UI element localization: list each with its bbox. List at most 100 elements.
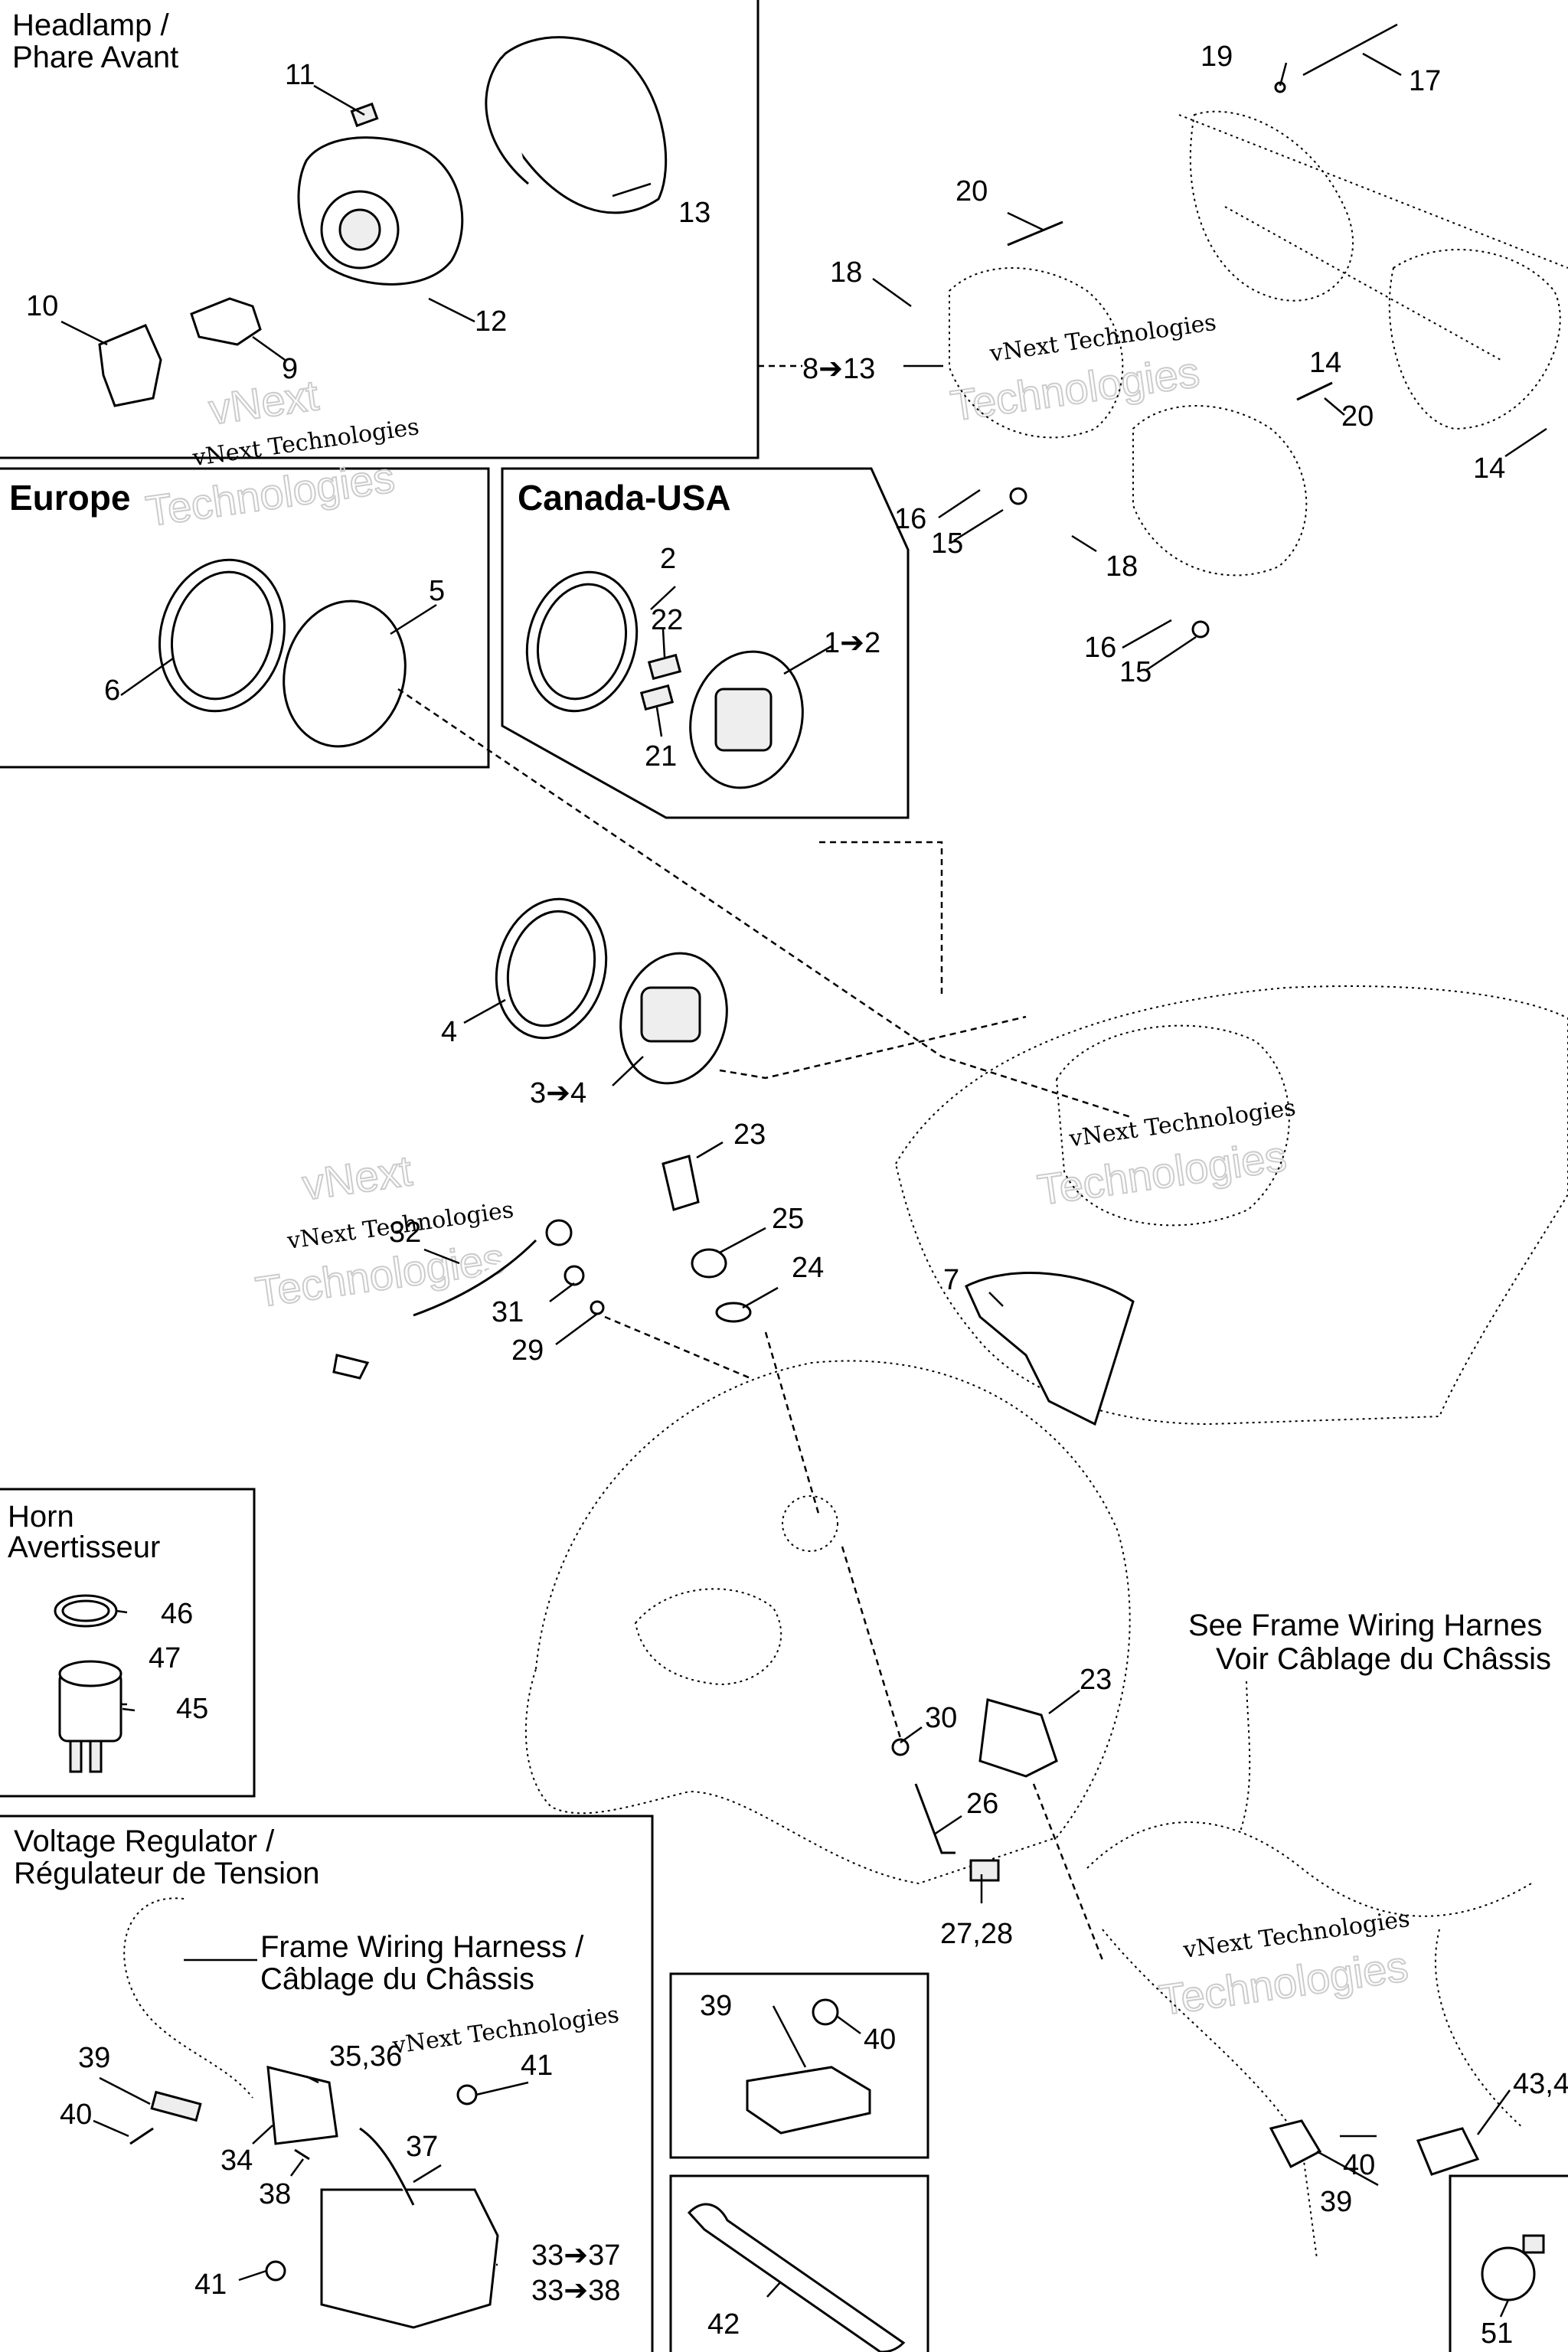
callout: 25 <box>772 1203 804 1235</box>
callout: 31 <box>492 1296 524 1328</box>
clip-bracket <box>746 2066 871 2135</box>
tether-cord <box>413 1239 537 1317</box>
leader <box>696 1141 724 1159</box>
headlamp-bracket-left <box>1189 110 1354 302</box>
watermark-outline: vNext <box>206 371 322 433</box>
watermark-outline: Technologies <box>948 348 1202 430</box>
canada-usa-title: Canada-USA <box>518 478 731 518</box>
relation-lines <box>397 688 1134 1961</box>
callout: 14 <box>1309 347 1341 379</box>
front-fascia <box>894 985 1568 1426</box>
callout: 27,28 <box>940 1918 1013 1950</box>
key <box>662 1155 700 1211</box>
callout: 40 <box>60 2099 92 2131</box>
callout: 45 <box>176 1693 208 1725</box>
leader <box>938 488 981 519</box>
headlamp-unit-upper <box>949 267 1124 439</box>
harness-clip <box>150 2090 202 2122</box>
callout: 18 <box>1106 550 1138 583</box>
frame-wiring-note-en: Frame Wiring Harness / <box>260 1930 584 1964</box>
callout: 6 <box>104 675 120 707</box>
clamp <box>1481 2246 1536 2301</box>
washer <box>891 1738 910 1756</box>
leader <box>1324 397 1345 416</box>
frame-harness <box>123 1897 253 2099</box>
clamp-latch <box>1522 2234 1545 2254</box>
canada-bezel-ring-inner <box>536 583 628 701</box>
leader <box>837 2015 861 2035</box>
callout: 35,36 <box>329 2040 402 2073</box>
headlamp-socket <box>338 208 381 251</box>
leader <box>549 1282 575 1302</box>
callout: 39 <box>700 1990 732 2022</box>
relation-line <box>819 841 943 995</box>
regulator-wire <box>359 2127 415 2206</box>
nut <box>1009 487 1027 505</box>
see-frame-note-fr: Voir Câblage du Châssis <box>1216 1642 1551 1676</box>
headlamp-unit-lower <box>1132 405 1308 577</box>
callout: 40 <box>864 2024 896 2056</box>
leader <box>390 603 437 635</box>
leader <box>742 1286 779 1309</box>
europe-bezel-ring-inner <box>170 570 274 701</box>
adjusting-spring <box>1296 381 1333 401</box>
leader <box>1362 52 1402 77</box>
watermark-outline: Technologies <box>143 452 397 535</box>
tether-clip <box>332 1354 370 1380</box>
headlamp-assembly <box>949 23 1568 639</box>
callout: 19 <box>1200 41 1233 73</box>
europe-gauge-body <box>283 599 407 748</box>
callout: 5 <box>429 575 445 607</box>
leader <box>1048 1690 1080 1714</box>
leader <box>423 1248 460 1265</box>
canada-gauge-display <box>714 688 773 752</box>
leader <box>252 335 286 361</box>
leader <box>1504 427 1547 458</box>
wiring-harness <box>1086 1821 1532 2259</box>
leader <box>655 707 663 737</box>
connector <box>1416 2127 1480 2176</box>
leader <box>772 2005 807 2068</box>
cover-panel <box>965 1272 1135 1426</box>
horn-title-fr: Avertisseur <box>8 1530 160 1564</box>
callout: 18 <box>830 256 862 289</box>
leader <box>555 1312 598 1346</box>
dashboard-area <box>524 985 1568 1885</box>
horn-parts <box>54 1594 122 1773</box>
indicator-lamp <box>639 684 675 711</box>
callout: 43,4 <box>1513 2068 1568 2100</box>
bolt-head <box>456 2084 478 2105</box>
gauge-parts <box>158 558 804 1085</box>
callout: 17 <box>1409 65 1441 97</box>
headlamp-title-en: Headlamp / <box>12 8 169 42</box>
callouts: 11 13 12 10 9 19 17 20 18 8➔13 16 15 18 … <box>26 41 1568 2350</box>
callout: 14 <box>1473 452 1505 485</box>
bolt <box>129 2127 154 2145</box>
callout: 41 <box>521 2050 553 2082</box>
leader <box>413 2164 442 2184</box>
leader <box>289 2158 305 2177</box>
leader <box>1007 211 1044 231</box>
leader <box>120 657 174 697</box>
lower-bezel-ring-inner <box>506 910 596 1027</box>
post <box>564 1265 585 1286</box>
callout: 26 <box>966 1788 998 1820</box>
clamp-detail-frame <box>1449 2174 1568 2352</box>
leader <box>1145 635 1197 672</box>
europe-frame <box>0 467 490 769</box>
leader <box>93 2119 129 2138</box>
callout: 33➔38 <box>531 2275 620 2307</box>
headlamp-title-fr: Phare Avant <box>12 41 178 74</box>
leader <box>122 1707 136 1712</box>
callout: 7 <box>943 1264 959 1296</box>
headlamp-bulb <box>190 297 262 346</box>
leader <box>313 84 365 116</box>
indicator-lamp <box>647 653 682 681</box>
boot <box>691 1248 727 1279</box>
leader <box>116 1609 128 1614</box>
connector-bracket <box>1269 2119 1322 2169</box>
callout: 1➔2 <box>824 627 880 659</box>
callout: 23 <box>733 1119 766 1151</box>
relation-line <box>397 688 1134 1119</box>
